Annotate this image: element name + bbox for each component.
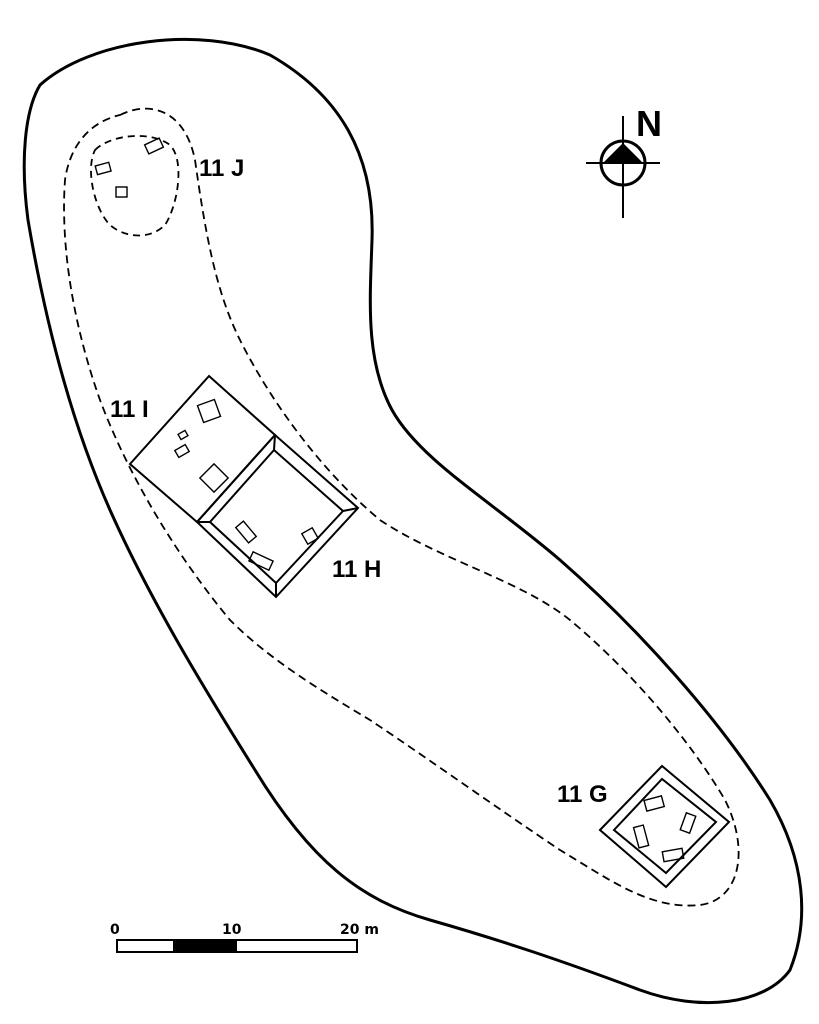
site-i-label: 11 I xyxy=(110,396,149,423)
scale-tick-20: 20 m xyxy=(340,922,379,938)
feature-rect xyxy=(661,847,685,863)
feature-rect xyxy=(173,443,191,459)
site-j-label: 11 J xyxy=(199,155,244,182)
feature-rect xyxy=(177,429,189,441)
site-g-label: 11 G xyxy=(557,781,608,808)
feature-rect xyxy=(643,794,666,812)
scale-tick-0: 0 xyxy=(110,922,120,938)
site-h-structure xyxy=(195,433,360,599)
feature-rect xyxy=(115,186,128,198)
north-label: N xyxy=(636,103,662,144)
feature-rect xyxy=(247,550,275,572)
site-i-structure xyxy=(128,374,277,524)
site-j-dashed-contour xyxy=(90,135,180,237)
scale-bar-black-segment xyxy=(173,940,236,952)
scale-bar: 0 10 20 m xyxy=(110,922,379,953)
site-g-structure xyxy=(598,764,731,889)
north-arrow-icon: N xyxy=(586,103,662,218)
site-h-label: 11 H xyxy=(332,556,381,583)
feature-rect xyxy=(632,824,650,849)
inner-dashed-contour xyxy=(63,107,740,907)
feature-rect xyxy=(143,137,165,155)
feature-rect xyxy=(94,161,112,176)
feature-rect xyxy=(196,398,222,424)
site-j-features xyxy=(94,137,165,198)
scale-tick-10: 10 xyxy=(222,922,242,938)
feature-rect xyxy=(198,462,230,494)
feature-rect xyxy=(300,526,320,546)
outer-boundary xyxy=(22,37,804,1005)
feature-rect xyxy=(679,811,697,835)
feature-rect xyxy=(234,520,258,544)
